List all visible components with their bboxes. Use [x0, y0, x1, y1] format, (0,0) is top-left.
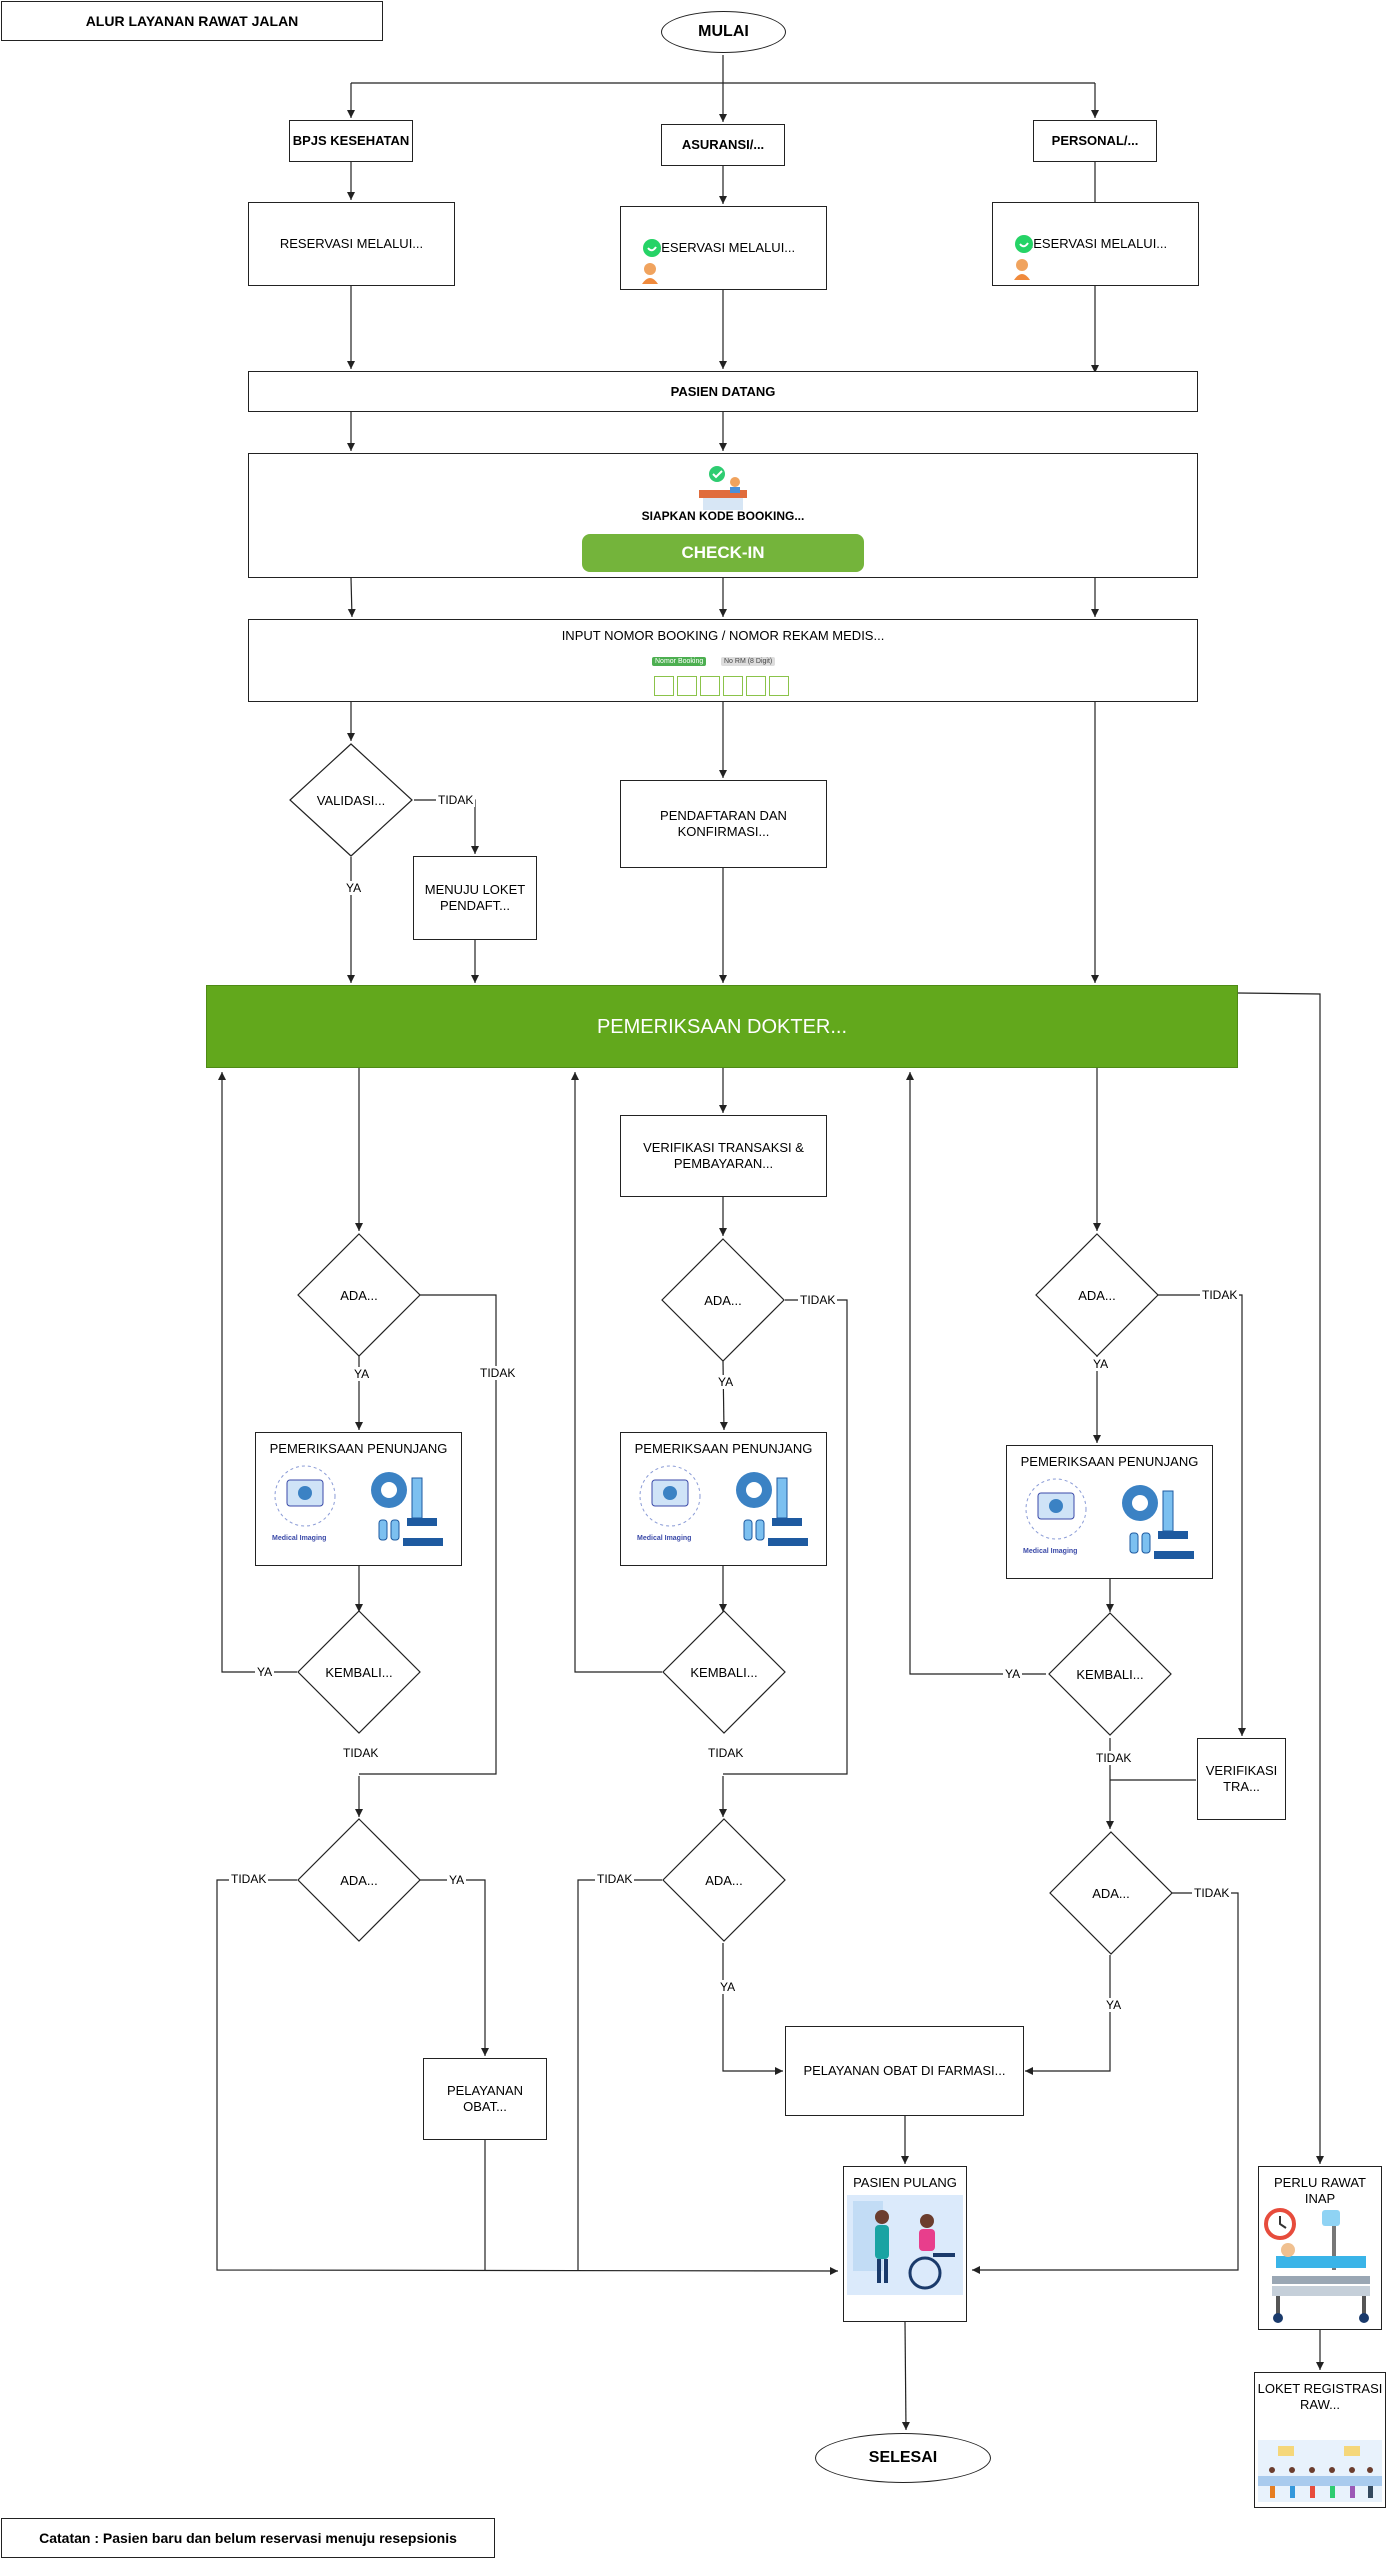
return-decision-middle: KEMBALI...: [662, 1610, 786, 1734]
imaging-caption: Medical Imaging: [637, 1535, 692, 1542]
verify-payment: VERIFIKASI TRANSAKSI & PEMBAYARAN...: [620, 1115, 827, 1197]
meds-decision-label: ADA...: [1092, 1885, 1130, 1901]
edge-label-yes: YA: [447, 1873, 467, 1887]
validation-decision: VALIDASI...: [289, 743, 413, 857]
edge-label-yes: YA: [716, 1375, 736, 1389]
return-decision-label: KEMBALI...: [690, 1664, 758, 1680]
registration-crowd-illustration: [1258, 2440, 1382, 2502]
edge-label-no: TIDAK: [1094, 1751, 1134, 1765]
note-box: Catatan : Pasien baru dan belum reservas…: [1, 2518, 495, 2558]
digit-input[interactable]: [677, 676, 697, 696]
exam-decision-middle: ADA...: [661, 1238, 785, 1362]
wheelchair-illustration: [847, 2195, 963, 2295]
end-node: SELESAI: [815, 2433, 991, 2483]
whatsapp-person-icon: [642, 239, 661, 284]
registration-confirmation: PENDAFTARAN DAN KONFIRMASI...: [620, 780, 827, 868]
edge-label-yes: YA: [1091, 1357, 1111, 1371]
rm-number-tag: No RM (8 Digit): [721, 657, 776, 666]
start-node: MULAI: [661, 11, 786, 53]
edge-label-no: TIDAK: [1192, 1886, 1232, 1900]
return-decision-label: KEMBALI...: [1076, 1666, 1144, 1682]
edge-label-yes: YA: [718, 1980, 738, 1994]
exam-decision-label: ADA...: [340, 1287, 378, 1303]
meds-decision-label: ADA...: [705, 1872, 743, 1888]
exam-decision-left: ADA...: [297, 1233, 421, 1357]
exam-decision-right: ADA...: [1035, 1233, 1159, 1357]
patient-arrival: PASIEN DATANG: [248, 371, 1198, 412]
meds-decision-right: ADA...: [1049, 1831, 1173, 1955]
meds-decision-left: ADA...: [297, 1818, 421, 1942]
checkin-button[interactable]: CHECK-IN: [582, 534, 864, 572]
return-decision-left: KEMBALI...: [297, 1610, 421, 1734]
medical-imaging-icon: [1025, 1478, 1194, 1559]
digit-input[interactable]: [723, 676, 743, 696]
payer-asuransi: ASURANSI/...: [661, 124, 785, 166]
exam-decision-label: ADA...: [1078, 1287, 1116, 1303]
edge-label-no: TIDAK: [595, 1872, 635, 1886]
edge-label-no: TIDAK: [436, 793, 476, 807]
payer-personal: PERSONAL/...: [1033, 120, 1157, 162]
meds-decision-label: ADA...: [340, 1872, 378, 1888]
booking-number-tag: Nomor Booking: [652, 657, 707, 666]
inpatient-needed: PERLU RAWAT INAP: [1258, 2166, 1382, 2330]
booking-label: SIAPKAN KODE BOOKING...: [641, 508, 805, 523]
meds-decision-middle: ADA...: [662, 1818, 786, 1942]
edge-label-no: TIDAK: [229, 1872, 269, 1886]
doctor-examination: PEMERIKSAAN DOKTER...: [206, 985, 1238, 1068]
exam-decision-label: ADA...: [704, 1292, 742, 1308]
edge-label-no: TIDAK: [706, 1746, 746, 1760]
edge-label-no: TIDAK: [1200, 1288, 1240, 1302]
digit-input[interactable]: [769, 676, 789, 696]
edge-label-no: TIDAK: [478, 1366, 518, 1380]
whatsapp-person-icon: [1014, 235, 1033, 280]
diagram-title: ALUR LAYANAN RAWAT JALAN: [1, 1, 383, 41]
digit-input[interactable]: [700, 676, 720, 696]
verify-transaction-short: VERIFIKASI TRA...: [1197, 1738, 1286, 1820]
edge-label-yes: YA: [1003, 1667, 1023, 1681]
edge-label-yes: YA: [344, 881, 364, 895]
return-decision-label: KEMBALI...: [325, 1664, 393, 1680]
registration-counter: MENUJU LOKET PENDAFT...: [413, 856, 537, 940]
hospital-bed-illustration: [1264, 2208, 1370, 2323]
digit-input[interactable]: [654, 676, 674, 696]
medical-imaging-icon: [274, 1465, 443, 1546]
edge-label-yes: YA: [1104, 1998, 1124, 2012]
edge-label-yes: YA: [352, 1367, 372, 1381]
digit-input[interactable]: [746, 676, 766, 696]
return-decision-right: KEMBALI...: [1048, 1612, 1172, 1736]
edge-label-no: TIDAK: [798, 1293, 838, 1307]
validation-label: VALIDASI...: [316, 792, 386, 808]
checkin-desk-icon: [699, 466, 747, 510]
imaging-caption: Medical Imaging: [272, 1535, 327, 1542]
edge-label-yes: YA: [255, 1665, 275, 1679]
reservation-bpjs: RESERVASI MELALUI...: [248, 202, 455, 286]
edge-label-no: TIDAK: [341, 1746, 381, 1760]
medical-imaging-icon: [639, 1465, 808, 1546]
payer-bpjs: BPJS KESEHATAN: [289, 120, 413, 162]
pharmacy-service-main: PELAYANAN OBAT DI FARMASI...: [785, 2026, 1024, 2116]
pharmacy-service-left: PELAYANAN OBAT...: [423, 2058, 547, 2140]
imaging-caption: Medical Imaging: [1023, 1548, 1078, 1555]
